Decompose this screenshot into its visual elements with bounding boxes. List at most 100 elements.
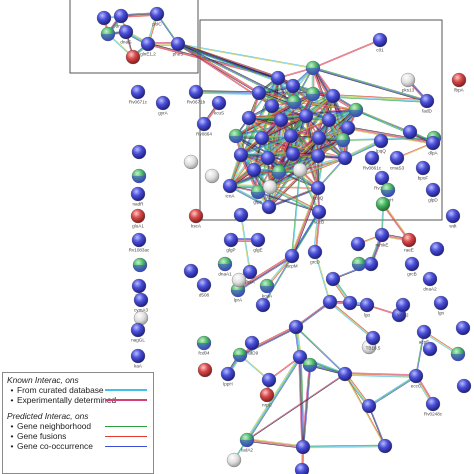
protein-node-kcs[interactable] <box>233 207 249 223</box>
protein-node-lpqh[interactable] <box>325 271 341 287</box>
protein-node-rv1[interactable] <box>422 341 438 357</box>
protein-node-phop[interactable] <box>197 362 213 378</box>
protein-node-glgp[interactable]: glgP <box>223 232 239 253</box>
protein-node-dl[interactable] <box>261 372 277 388</box>
protein-node-rhot[interactable] <box>96 10 112 26</box>
protein-node-fada2[interactable]: fadA2 <box>239 432 255 453</box>
protein-node-c-rpob[interactable] <box>305 86 321 102</box>
protein-node-fbpa[interactable]: fbpA <box>451 72 467 93</box>
protein-node-liga[interactable]: lgn <box>433 295 449 316</box>
protein-node-rplb[interactable] <box>285 78 301 94</box>
protein-node-pks1[interactable] <box>204 168 220 184</box>
protein-node-katg[interactable] <box>311 130 327 146</box>
protein-node-ctae[interactable] <box>246 162 262 178</box>
protein-node-ribg[interactable] <box>286 94 302 110</box>
protein-node-glpk[interactable]: glpK <box>250 184 266 205</box>
protein-node-dnag[interactable]: dnaG <box>118 24 134 45</box>
protein-node-c5[interactable] <box>455 320 471 336</box>
protein-node-cysa[interactable] <box>261 199 277 215</box>
protein-node-d508[interactable]: d508 <box>196 277 212 298</box>
protein-node-kasa[interactable] <box>335 132 351 148</box>
protein-node-lpph[interactable]: lppH <box>220 366 236 387</box>
protein-node-kcuq[interactable]: kcuQ <box>310 180 326 201</box>
protein-node-c01[interactable]: c01 <box>372 32 388 53</box>
protein-node-nuoa[interactable] <box>321 112 337 128</box>
protein-node-nrde[interactable] <box>100 26 116 42</box>
protein-node-siga[interactable] <box>254 130 270 146</box>
protein-node-fg2[interactable] <box>322 294 338 310</box>
protein-node-rv0864[interactable]: Rv0864 <box>196 116 212 137</box>
protein-node-eccc[interactable]: eccC <box>408 368 424 389</box>
protein-node-fadd[interactable]: fadD <box>419 93 435 114</box>
protein-node-rv0248c[interactable]: Rv0248c <box>424 396 443 417</box>
protein-node-glge[interactable]: glgE <box>250 232 266 253</box>
protein-node-rpsa[interactable] <box>325 88 341 104</box>
protein-node-ftsz[interactable] <box>251 85 267 101</box>
protein-node-acpm[interactable]: acpM <box>284 248 300 269</box>
protein-node-qwre[interactable] <box>348 102 364 118</box>
protein-node-pyk[interactable] <box>298 108 314 124</box>
protein-node-fhaa[interactable]: fhaA <box>242 264 258 285</box>
protein-node-rec1[interactable] <box>125 49 141 65</box>
protein-node-dnaa2[interactable]: dnaA2 <box>422 271 438 292</box>
protein-node-fusa[interactable] <box>310 148 326 164</box>
protein-node-vapb[interactable] <box>228 128 244 144</box>
protein-node-grcb[interactable]: grcB <box>404 256 420 277</box>
protein-node-fcd04[interactable]: fcd04 <box>196 335 212 356</box>
protein-node-polc[interactable]: polC <box>149 6 165 27</box>
protein-node-bpof[interactable]: bpoF <box>415 160 431 181</box>
protein-node-pmma[interactable] <box>292 349 308 365</box>
protein-node-glcb[interactable] <box>233 147 249 163</box>
protein-node-thrb[interactable] <box>131 168 147 184</box>
protein-node-icna[interactable]: icnA <box>222 178 238 199</box>
protein-node-pcka[interactable] <box>264 98 280 114</box>
protein-node-ksha[interactable] <box>302 357 318 373</box>
protein-node-tufa[interactable] <box>337 150 353 166</box>
protein-node-glua1[interactable]: gluA1 <box>130 208 146 229</box>
protein-node-c-green[interactable] <box>375 196 391 212</box>
protein-node-grey1[interactable] <box>183 154 199 170</box>
protein-node-dnae[interactable]: dnaE <box>113 8 129 29</box>
protein-node-wdt[interactable]: wdt <box>445 208 461 229</box>
protein-node-kmte[interactable] <box>132 257 148 273</box>
protein-node-ksca[interactable]: kscA <box>188 208 204 229</box>
protein-node-c11[interactable] <box>450 346 466 362</box>
protein-node-rpoc[interactable] <box>241 110 257 126</box>
protein-node-cyma3[interactable]: cymA3 <box>133 292 148 313</box>
protein-node-dlpa[interactable]: dlpA <box>425 135 441 156</box>
protein-node-c8[interactable] <box>295 439 311 455</box>
protein-node-pks13[interactable]: pks13 <box>400 72 416 93</box>
protein-node-phes[interactable]: pheS <box>170 36 186 57</box>
protein-node-mmke[interactable]: mmkE <box>374 227 390 248</box>
protein-node-pyre[interactable] <box>288 319 304 335</box>
protein-node-c9[interactable] <box>377 438 393 454</box>
protein-node-kwm[interactable] <box>232 347 248 363</box>
protein-node-r01[interactable] <box>350 236 366 252</box>
protein-node-nmpr[interactable] <box>351 256 367 272</box>
protein-node-lpqq[interactable]: lpqQ <box>373 133 389 154</box>
protein-node-acpe[interactable]: acpE <box>416 324 432 345</box>
protein-node-tst2[interactable] <box>342 295 358 311</box>
protein-node-sucb[interactable]: sucB <box>311 204 327 225</box>
protein-node-c-white[interactable] <box>292 162 308 178</box>
protein-node-lpql[interactable] <box>255 297 271 313</box>
protein-node-glne12[interactable]: glnE1,2 <box>140 36 156 57</box>
protein-node-c6[interactable] <box>456 378 472 394</box>
protein-node-acca3[interactable]: accA3 <box>294 462 310 474</box>
protein-node-tb18-5[interactable]: TB18.5 <box>366 330 381 351</box>
protein-node-kcua[interactable]: kcuA <box>259 278 275 299</box>
protein-node-nrpc[interactable]: nrpC <box>259 387 275 408</box>
protein-node-rv1083ac[interactable]: Rv1083ac <box>129 232 150 253</box>
protein-node-kmtr[interactable] <box>131 144 147 160</box>
protein-node-rv1080c[interactable] <box>231 272 247 288</box>
protein-node-raee[interactable]: raeE <box>401 232 417 253</box>
protein-node-glta[interactable] <box>273 112 289 128</box>
protein-node-infb[interactable] <box>285 146 301 162</box>
protein-node-rmlb[interactable] <box>337 366 353 382</box>
protein-node-gyra[interactable]: gyrA <box>155 95 171 116</box>
protein-node-nuob[interactable] <box>271 164 287 180</box>
protein-node-c7[interactable] <box>226 452 242 468</box>
protein-node-chia[interactable] <box>429 241 445 257</box>
protein-node-glpd[interactable]: glpD <box>425 182 441 203</box>
protein-node-grey2[interactable] <box>133 310 149 326</box>
